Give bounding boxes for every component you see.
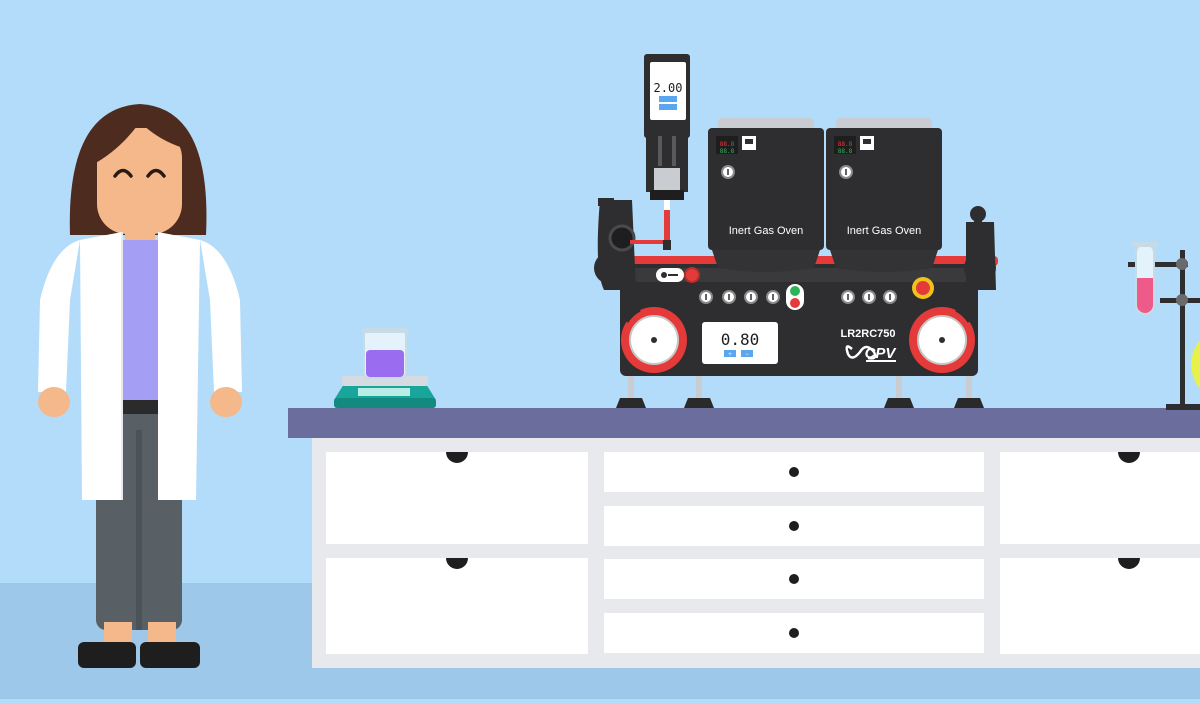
cabinet-door — [326, 558, 588, 654]
regulator-knob — [608, 224, 636, 252]
test-tube — [1132, 242, 1158, 315]
cabinet-door — [1000, 452, 1200, 544]
scientist — [38, 104, 242, 668]
reactor: 0.80 + − LR2RC750 CPV — [594, 198, 998, 408]
left-coil-reactor — [621, 307, 687, 373]
oven-label: Inert Gas Oven — [847, 225, 922, 237]
retort-stand — [1128, 250, 1200, 410]
svg-text:88.8: 88.8 — [838, 148, 853, 155]
start-stop-switch — [786, 284, 804, 310]
svg-text:−: − — [745, 352, 749, 358]
svg-text:88.8: 88.8 — [838, 141, 853, 148]
flow-display-value: 0.80 — [721, 330, 760, 349]
face — [97, 128, 182, 234]
model-label: LR2RC750 — [840, 328, 895, 340]
pump-display-value: 2.00 — [654, 81, 683, 95]
brand-text: CPV — [865, 345, 898, 362]
svg-text:+: + — [728, 352, 732, 358]
oven-right: 88.8 88.8 Inert Gas Oven — [826, 118, 942, 272]
lab-coat — [80, 232, 122, 500]
right-coil-reactor — [909, 307, 975, 373]
brand-logo: CPV — [845, 345, 898, 362]
svg-text:88.8: 88.8 — [720, 148, 735, 155]
shoe — [78, 642, 136, 668]
lab-bench — [288, 408, 1200, 668]
oven-left: 88.8 88.8 Inert Gas Oven — [708, 118, 824, 272]
warning-light — [684, 267, 700, 283]
cabinet-door — [1000, 558, 1200, 654]
oven-label: Inert Gas Oven — [729, 225, 804, 237]
flask-edge — [1191, 340, 1200, 388]
beaker — [362, 328, 408, 379]
cabinet-door — [326, 452, 588, 544]
scale — [334, 376, 436, 408]
svg-text:88.8: 88.8 — [720, 141, 735, 148]
bench-top — [288, 408, 1200, 438]
flow-display: 0.80 + − — [702, 322, 778, 364]
syringe-pump: 2.00 — [644, 54, 690, 250]
